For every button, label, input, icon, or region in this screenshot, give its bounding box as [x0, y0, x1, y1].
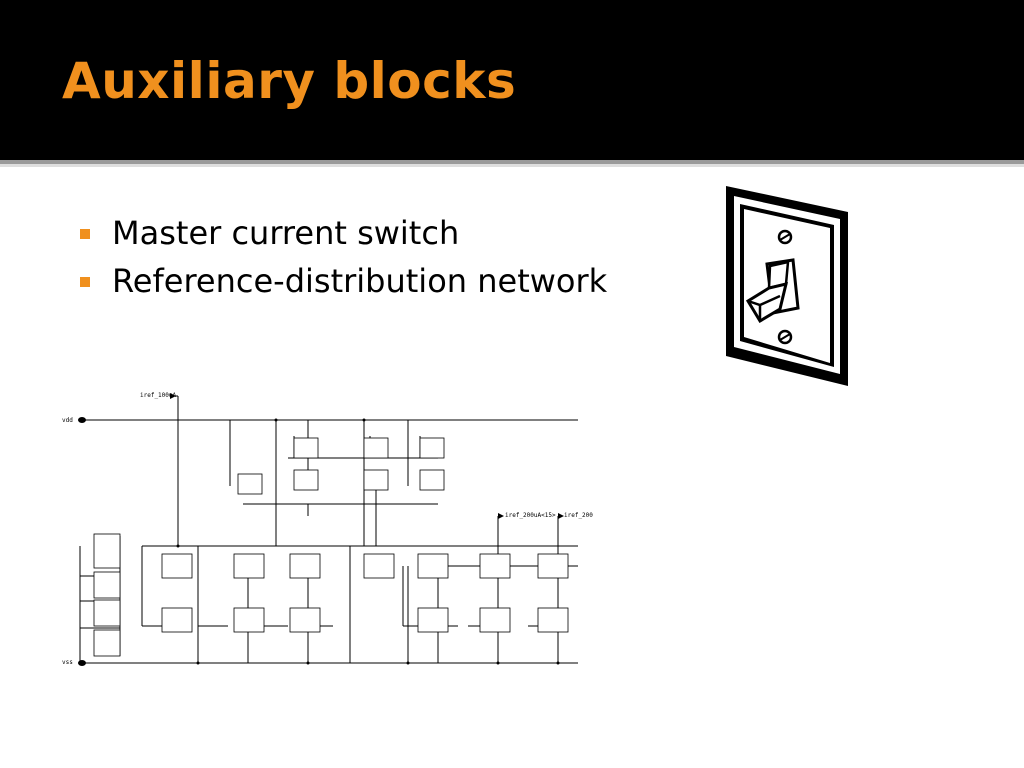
- net-label-vdd: vdd: [62, 417, 73, 424]
- title-band: Auxiliary blocks: [0, 0, 1024, 160]
- net-label-iref-out-1: iref_200uA<15>: [505, 512, 556, 519]
- schematic-drawing: [78, 393, 578, 666]
- transistor-symbols: [93, 437, 569, 657]
- bullet-item: Master current switch: [78, 210, 607, 258]
- net-label-iref-out-2: iref_200: [564, 512, 593, 519]
- bullet-list: Master current switch Reference-distribu…: [78, 210, 607, 306]
- light-switch-icon: [726, 186, 848, 386]
- schematic-pins: [78, 393, 564, 666]
- bullet-item: Reference-distribution network: [78, 258, 607, 306]
- schematic: iref_100uA vdd vss iref_200uA<15> iref_2…: [58, 386, 593, 672]
- net-label-vss: vss: [62, 659, 73, 666]
- bullet-square-icon: [80, 229, 90, 239]
- schematic-junctions: [176, 418, 560, 665]
- bullet-text: Master current switch: [112, 214, 460, 252]
- bullet-square-icon: [80, 277, 90, 287]
- title-divider: [0, 160, 1024, 164]
- slide-title: Auxiliary blocks: [62, 52, 517, 110]
- net-label-iref-in: iref_100uA: [140, 392, 177, 399]
- title-divider-shadow: [0, 164, 1024, 167]
- bullet-text: Reference-distribution network: [112, 262, 608, 300]
